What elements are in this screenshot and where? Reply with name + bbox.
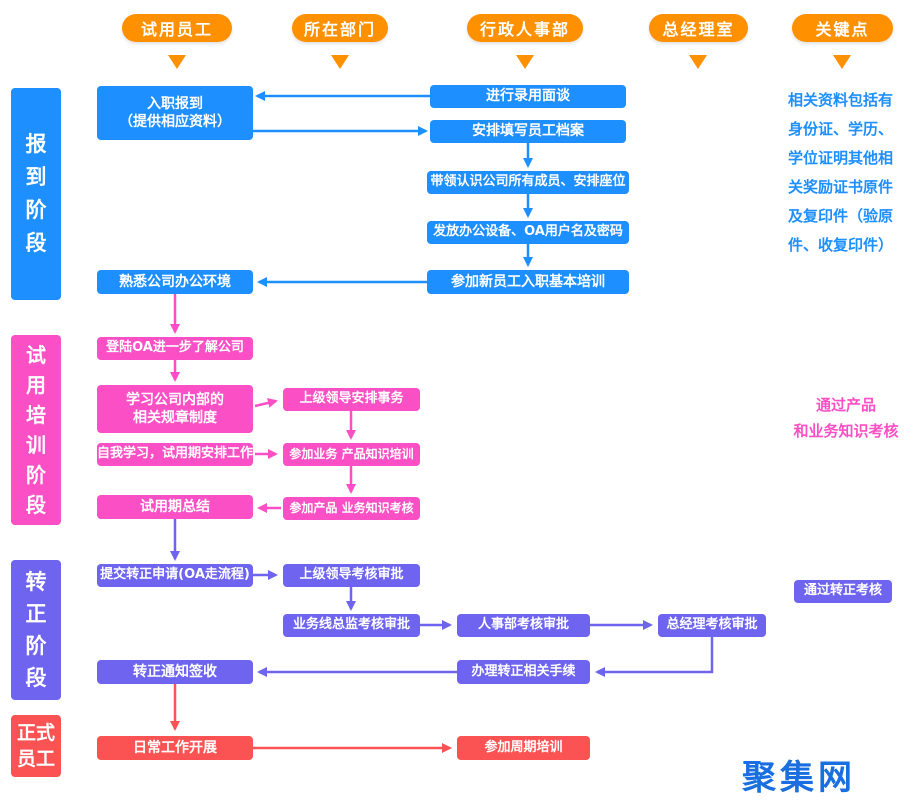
flow-box-product-exam: 参加产品 业务知识考核 [283,497,420,520]
flow-box-handle-procedures: 办理转正相关手续 [457,660,590,684]
stage-formal-employee: 正式员工 [11,715,61,777]
flow-box-onboard-report: 入职报到 （提供相应资料） [97,86,253,140]
down-triangle-icon [833,55,851,69]
site-logo: 聚集网 [742,758,856,798]
flow-box-periodic-training: 参加周期培训 [457,736,590,760]
flow-box-biz-training: 参加业务 产品知识培训 [283,443,420,466]
lane-header-hr-admin: 行政人事部 [467,14,583,42]
flow-box-issue-equipment: 发放办公设备、OA用户名及密码 [427,221,629,244]
flow-box-notice-sign: 转正通知签收 [97,660,253,684]
flow-box-familiarize-env: 熟悉公司办公环境 [97,270,253,294]
flow-box-gm-review: 总经理考核审批 [658,614,766,637]
flow-box-login-oa: 登陆OA进一步了解公司 [97,337,253,360]
flow-box-learn-rules: 学习公司内部的 相关规章制度 [97,385,253,433]
stage-report: 报到阶段 [11,88,61,300]
stage-trial-training-label: 试用培训阶段 [26,343,46,517]
down-triangle-icon [516,55,534,69]
flow-box-leader-review: 上级领导考核审批 [283,564,420,587]
flow-box-submit-application: 提交转正申请(OA走流程) [97,564,253,587]
stage-regularization: 转正阶段 [11,560,61,700]
lane-header-trial-employee: 试用员工 [122,14,232,42]
keypoint-pass-knowledge: 通过产品 和业务知识考核 [793,396,899,440]
keypoint-materials: 相关资料包括有 身份证、学历、 学位证明其他相 关奖励证书原件 及复印件（验原 … [788,91,894,254]
flow-box-introduce-members: 带领认识公司所有成员、安排座位 [427,171,629,194]
flow-box-interview: 进行录用面谈 [430,85,626,108]
flow-box-hr-review: 人事部考核审批 [457,614,590,637]
lane-header-department: 所在部门 [292,14,388,42]
flow-box-probation-summary: 试用期总结 [97,495,253,519]
flow-box-daily-work: 日常工作开展 [97,736,253,760]
flow-box-self-study: 自我学习，试用期安排工作 [97,443,253,466]
stage-regularization-label: 转正阶段 [25,570,47,690]
down-triangle-icon [689,55,707,69]
stage-report-label: 报到阶段 [25,132,47,255]
keypoint-pass-review: 通过转正考核 [794,580,892,603]
down-triangle-icon [331,55,349,69]
stage-trial-training: 试用培训阶段 [11,335,61,525]
flow-box-leader-assign: 上级领导安排事务 [283,388,420,411]
flow-box-basic-training: 参加新员工入职基本培训 [427,270,629,294]
lane-header-gm-office: 总经理室 [649,14,748,42]
flow-box-director-review: 业务线总监考核审批 [283,614,420,637]
flow-box-fill-archive: 安排填写员工档案 [430,120,626,143]
down-triangle-icon [168,55,186,69]
lane-header-keypoints: 关键点 [792,14,893,42]
stage-formal-employee-label: 正式员工 [16,722,55,770]
